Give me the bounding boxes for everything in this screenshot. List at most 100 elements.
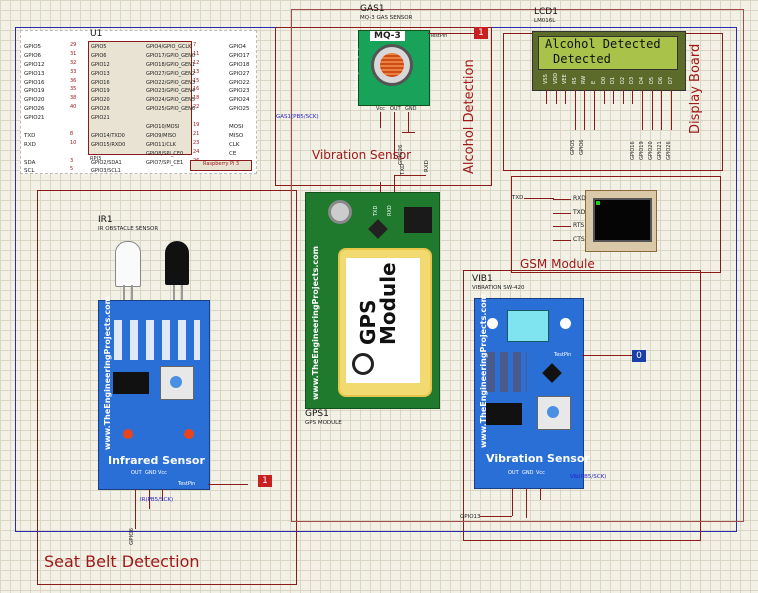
lcd-pin-wire-11 — [651, 90, 653, 130]
lcd-pin-e: E — [591, 80, 597, 84]
rpi-left-ext-pin-7: GPIO26 — [24, 106, 45, 113]
rpi-caption-box — [190, 160, 252, 171]
rpi-left-num-5: 35 — [70, 86, 77, 93]
lcd-gpio-left-1: GPIO6 — [579, 139, 585, 155]
rpi-right-ext-pin-12: CE — [229, 150, 237, 157]
lcd-pin-d7: D7 — [667, 76, 674, 84]
rpi-left-num-4: 36 — [70, 77, 77, 84]
rpi-right-ext-pin-1: GPIO17 — [229, 52, 250, 59]
lcd-pin-wire-5 — [594, 90, 595, 130]
rpi-right-ext-pin-6: GPIO24 — [229, 97, 250, 104]
rpi-left-int-pin-1: GPIO6 — [91, 52, 107, 59]
ir-led-2 — [184, 429, 194, 439]
gas-pin-vcc: Vcc — [376, 106, 385, 112]
alcohol-label: Alcohol Detection — [462, 59, 477, 174]
gsm-pin-txd: TXD — [573, 208, 586, 216]
rpi-left-int-pin-6: GPIO20 — [91, 97, 110, 104]
rpi-left-num-8 — [70, 112, 76, 121]
rpi-right-ext-pin-5: GPIO23 — [229, 88, 250, 95]
rpi-right-num-4: 15 — [193, 77, 200, 84]
lcd-pin-wire-10 — [642, 90, 643, 130]
rpi-left-num-12 — [70, 148, 76, 157]
gps-pin-txd: TXD — [373, 205, 379, 216]
ir-chip — [113, 372, 149, 394]
vib-resistors — [487, 352, 527, 392]
vib-testpin: TestPin — [554, 352, 572, 358]
lcd-ref: LCD1 — [534, 7, 558, 17]
ir-net-label: IR(PB5/SCK) — [140, 497, 174, 503]
rpi-left-num-11: 10 — [70, 139, 77, 146]
rpi-right-nums: 7111213151618221921232426 — [193, 41, 199, 165]
rpi-left-ext-pin-11: RXD — [24, 141, 36, 148]
rpi-left-ext-pin-8: GPIO21 — [24, 115, 45, 122]
lcd-pin-vdd: VDD — [552, 72, 559, 84]
rpi-left-int-pin-14: GPIO3/SCL1 — [91, 168, 121, 175]
gas-pin-gnd: GND — [405, 106, 417, 112]
lcd-pin-d2: D2 — [619, 76, 626, 84]
ir-trimmer-knob — [170, 376, 182, 388]
rpi-right-num-1: 11 — [193, 50, 200, 57]
gps-regulator — [404, 207, 432, 233]
gas-pin-out: OUT — [390, 106, 401, 112]
ir-logic-probe[interactable]: 1 — [258, 475, 272, 487]
vib-mount-1 — [487, 318, 498, 329]
lcd-line-1: Alcohol Detected — [545, 37, 661, 51]
display-label: Display Board — [688, 43, 703, 134]
rpi-right-int-pin-10: GPIO9/MISO — [146, 132, 177, 139]
rpi-right-ext-pin-9: MOSI — [229, 124, 244, 131]
rpi-right-num-10: 21 — [193, 130, 200, 137]
rpi-left-int-pin-5: GPIO19 — [91, 88, 110, 95]
rpi-left-num-9 — [70, 121, 76, 130]
rpi-left-ext-pin-6: GPIO20 — [24, 97, 45, 104]
gps-antenna-socket — [328, 200, 352, 224]
alcohol-region — [275, 27, 492, 186]
lcd-pin-wire-6 — [603, 90, 605, 104]
gps-net-txd: TXD — [400, 163, 406, 175]
rpi-right-int-pin-0: GPIO4/GPIO_GCLK — [146, 44, 192, 50]
gas-sub: MQ-3 GAS SENSOR — [360, 15, 413, 21]
rpi-right-num-5: 16 — [193, 86, 200, 93]
ir-led-black — [165, 241, 189, 285]
rpi-caption: Raspberry Pi 3 — [203, 161, 240, 167]
vib-title: Vibration Sensor — [486, 452, 590, 465]
rpi-left-int-pin-3: GPIO13 — [91, 70, 110, 77]
lcd-pin-wire-2 — [565, 90, 567, 104]
rpi-left-num-0: 29 — [70, 42, 77, 48]
rpi-right-int-pin-1: GPIO17/GPIO_GEN0 — [146, 52, 196, 59]
lcd-pin-wire-1 — [555, 90, 557, 104]
rpi-right-ext-pin-8 — [229, 114, 250, 123]
rpi-right-int-pin-11: GPIO11/CLK — [146, 141, 176, 148]
rpi-right-num-2: 12 — [193, 59, 200, 66]
vib-ref: VIB1 — [472, 274, 493, 284]
gsm-pin-rts: RTS — [573, 222, 585, 229]
lcd-pin-d3: D3 — [629, 76, 636, 84]
rpi-right-ext-pin-2: GPIO18 — [229, 61, 250, 68]
gps-brand: www.TheEngineeringProjects.com — [311, 246, 320, 400]
vib-logic-probe[interactable]: 0 — [632, 350, 646, 362]
rpi-left-ext-pin-12 — [24, 150, 45, 159]
gps-ref: GPS1 — [305, 409, 329, 419]
rpi-left-num-6: 38 — [70, 95, 77, 102]
rpi-left-num-2: 32 — [70, 59, 77, 66]
vib-mount-2 — [560, 318, 571, 329]
rpi-left-ext-pin-1: GPIO6 — [24, 52, 42, 59]
rpi-left-int-pin-9 — [91, 123, 125, 132]
rpi-left-num-14: 5 — [70, 166, 74, 173]
gas-brand: www.TheEngineeringProjects.com — [354, 30, 359, 98]
rpi-right-ext-pin-7: GPIO25 — [229, 106, 250, 113]
vibration-label: Vibration Sensor — [312, 148, 412, 162]
lcd-pin-wire-4 — [584, 90, 586, 130]
ir-pots — [114, 320, 200, 360]
vib-brand: www.TheEngineeringProjects.com — [479, 294, 488, 448]
rpi-left-ext-pin-14: SCL — [24, 168, 35, 175]
gas-logic-probe[interactable]: 1 — [474, 27, 488, 39]
lcd-pin-wire-0 — [546, 90, 547, 104]
lcd-gpio-right-2: GPIO20 — [648, 141, 654, 160]
ir-testpin: TestPin — [178, 481, 196, 487]
gsm-pin-wire-3 — [553, 239, 571, 241]
rpi-right-int-pin-3: GPIO27/GPIO_GEN2 — [146, 70, 196, 77]
seat-belt-region — [37, 190, 297, 585]
gas-net-label: GAS1(PB5/SCK) — [276, 114, 319, 120]
rpi-left-int-pin-7: GPIO26 — [91, 106, 110, 113]
